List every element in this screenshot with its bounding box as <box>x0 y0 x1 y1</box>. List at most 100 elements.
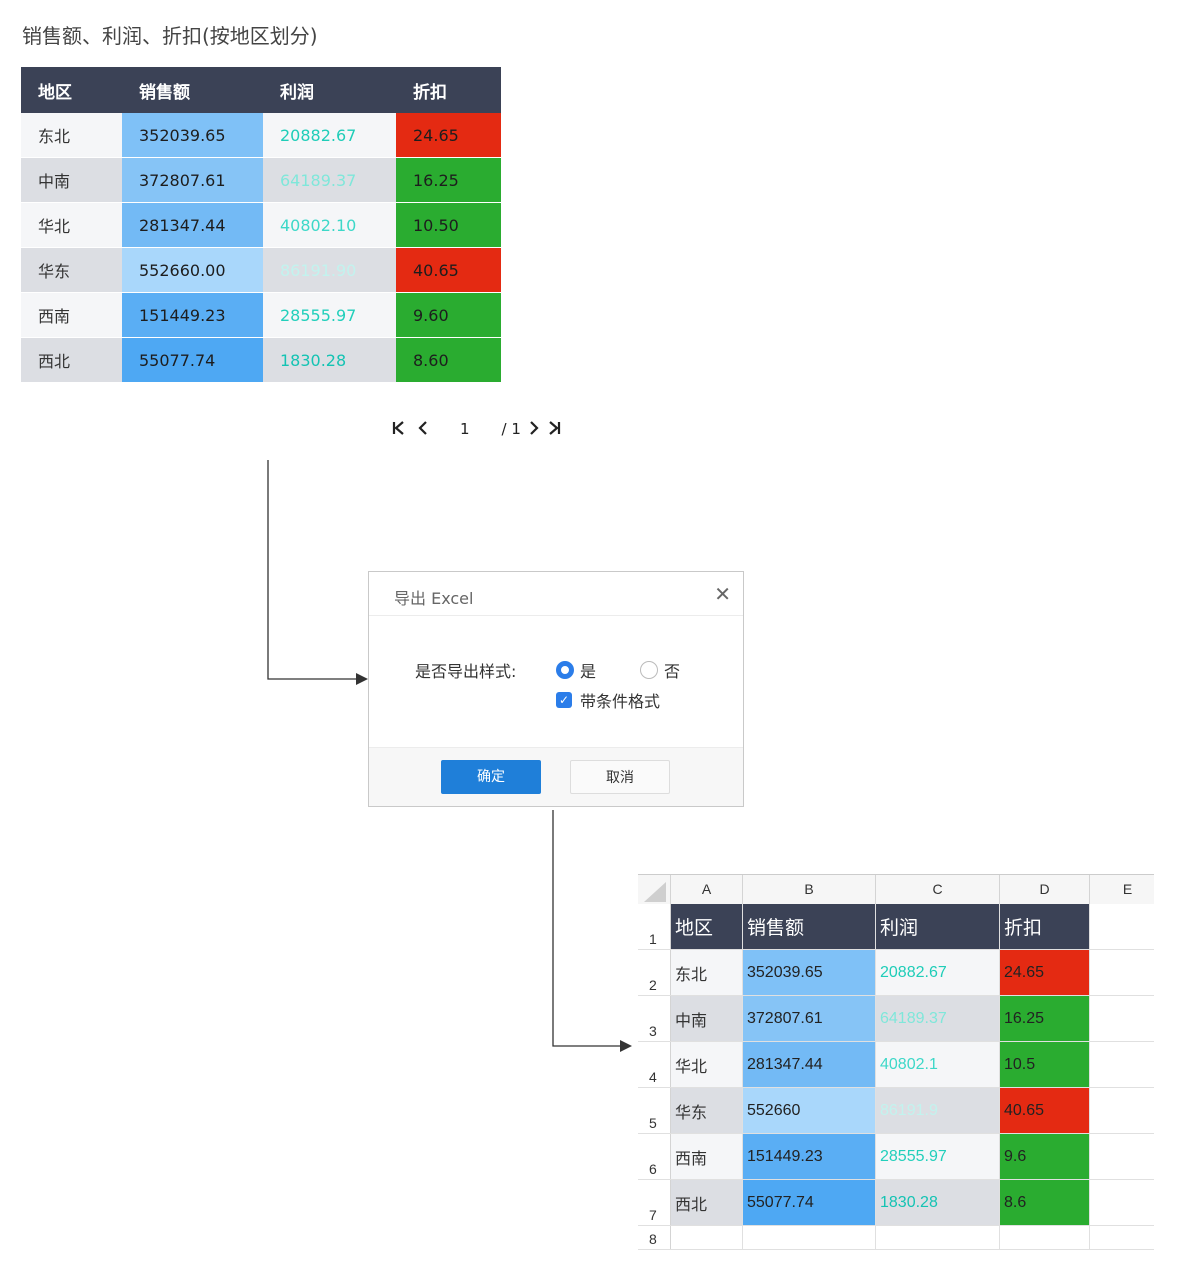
select-all-corner[interactable] <box>638 875 671 905</box>
cell-profit: 20882.67 <box>263 113 396 158</box>
excel-cell[interactable] <box>1090 1134 1154 1179</box>
row-number-label: 2 <box>649 977 657 993</box>
excel-row-number[interactable]: 8 <box>638 1226 671 1249</box>
cell-profit: 86191.90 <box>263 247 396 293</box>
excel-cell[interactable] <box>1090 1088 1154 1133</box>
radio-yes[interactable]: 是 <box>556 658 596 682</box>
excel-cell[interactable]: 西南 <box>671 1134 743 1179</box>
excel-cell[interactable]: 华北 <box>671 1042 743 1087</box>
excel-row-number[interactable]: 6 <box>638 1134 671 1179</box>
cell-profit: 1830.28 <box>263 337 396 383</box>
excel-col-c[interactable]: C <box>876 875 1000 905</box>
excel-row-number[interactable]: 3 <box>638 996 671 1041</box>
excel-cell[interactable]: 折扣 <box>1000 904 1090 949</box>
excel-cell[interactable]: 10.5 <box>1000 1042 1090 1087</box>
excel-cell[interactable]: 40802.1 <box>876 1042 1000 1087</box>
excel-cell[interactable]: 64189.37 <box>876 996 1000 1041</box>
excel-cell[interactable]: 华东 <box>671 1088 743 1133</box>
excel-cell[interactable] <box>743 1226 876 1249</box>
cell-sales: 352039.65 <box>122 113 263 158</box>
cell-profit: 40802.10 <box>263 202 396 248</box>
excel-cell[interactable]: 86191.9 <box>876 1088 1000 1133</box>
excel-cell[interactable]: 20882.67 <box>876 950 1000 995</box>
cancel-button[interactable]: 取消 <box>570 760 670 794</box>
excel-cell[interactable] <box>1090 996 1154 1041</box>
excel-cell[interactable]: 151449.23 <box>743 1134 876 1179</box>
conditional-format-checkbox[interactable]: ✓ 带条件格式 <box>556 688 660 712</box>
page-title: 销售额、利润、折扣(按地区划分) <box>22 24 318 48</box>
first-page-icon[interactable] <box>392 420 406 439</box>
excel-column-headers: A B C D E <box>638 874 1154 906</box>
excel-cell[interactable]: 352039.65 <box>743 950 876 995</box>
radio-checked-icon <box>556 661 574 679</box>
close-icon[interactable]: ✕ <box>714 582 731 606</box>
header-profit[interactable]: 利润 <box>263 67 396 113</box>
header-discount[interactable]: 折扣 <box>396 67 501 113</box>
excel-cell[interactable] <box>1000 1226 1090 1249</box>
excel-col-d[interactable]: D <box>1000 875 1090 905</box>
last-page-icon[interactable] <box>547 420 561 439</box>
excel-cell[interactable] <box>876 1226 1000 1249</box>
excel-row-number[interactable]: 7 <box>638 1180 671 1225</box>
excel-cell[interactable]: 东北 <box>671 950 743 995</box>
excel-cell[interactable] <box>1090 1042 1154 1087</box>
excel-cell[interactable]: 9.6 <box>1000 1134 1090 1179</box>
excel-cell[interactable]: 24.65 <box>1000 950 1090 995</box>
confirm-button[interactable]: 确定 <box>441 760 541 794</box>
next-page-icon[interactable] <box>529 420 539 439</box>
row-number-label: 8 <box>649 1231 657 1247</box>
dialog-title: 导出 Excel <box>394 589 474 608</box>
header-sales[interactable]: 销售额 <box>122 67 263 113</box>
excel-cell[interactable] <box>671 1226 743 1249</box>
excel-cell[interactable]: 8.6 <box>1000 1180 1090 1225</box>
pagination: 1 / 1 <box>392 419 561 439</box>
excel-cell[interactable]: 552660 <box>743 1088 876 1133</box>
excel-row-number[interactable]: 2 <box>638 950 671 995</box>
excel-cell[interactable] <box>1090 904 1154 949</box>
excel-cell[interactable] <box>1090 950 1154 995</box>
table-header-row: 地区 销售额 利润 折扣 <box>21 67 501 113</box>
excel-cell[interactable] <box>1090 1180 1154 1225</box>
excel-cell[interactable]: 372807.61 <box>743 996 876 1041</box>
cell-region: 西南 <box>21 292 122 338</box>
radio-no[interactable]: 否 <box>640 658 680 682</box>
excel-cell[interactable]: 28555.97 <box>876 1134 1000 1179</box>
excel-row-number[interactable]: 5 <box>638 1088 671 1133</box>
excel-cell[interactable]: 利润 <box>876 904 1000 949</box>
excel-row-number[interactable]: 1 <box>638 904 671 949</box>
excel-cell[interactable]: 1830.28 <box>876 1180 1000 1225</box>
excel-col-b[interactable]: B <box>743 875 876 905</box>
excel-cell[interactable]: 55077.74 <box>743 1180 876 1225</box>
cell-discount: 9.60 <box>396 292 501 338</box>
radio-no-label: 否 <box>664 662 681 681</box>
excel-cell[interactable]: 地区 <box>671 904 743 949</box>
excel-cell[interactable]: 中南 <box>671 996 743 1041</box>
excel-cell[interactable]: 281347.44 <box>743 1042 876 1087</box>
excel-col-e[interactable]: E <box>1090 875 1154 905</box>
cell-discount: 16.25 <box>396 157 501 203</box>
cell-profit: 64189.37 <box>263 157 396 203</box>
excel-cell[interactable]: 销售额 <box>743 904 876 949</box>
excel-col-a[interactable]: A <box>671 875 743 905</box>
current-page-input[interactable]: 1 <box>460 420 470 438</box>
conditional-format-label: 带条件格式 <box>580 692 661 711</box>
excel-cell[interactable]: 40.65 <box>1000 1088 1090 1133</box>
checkbox-checked-icon: ✓ <box>556 692 572 708</box>
cell-sales: 372807.61 <box>122 157 263 203</box>
prev-page-icon[interactable] <box>418 420 428 439</box>
cell-sales: 55077.74 <box>122 337 263 383</box>
excel-row-number[interactable]: 4 <box>638 1042 671 1087</box>
excel-cell[interactable] <box>1090 1226 1154 1249</box>
excel-cell[interactable]: 16.25 <box>1000 996 1090 1041</box>
excel-cell[interactable]: 西北 <box>671 1180 743 1225</box>
cell-sales: 281347.44 <box>122 202 263 248</box>
header-region[interactable]: 地区 <box>21 67 122 113</box>
